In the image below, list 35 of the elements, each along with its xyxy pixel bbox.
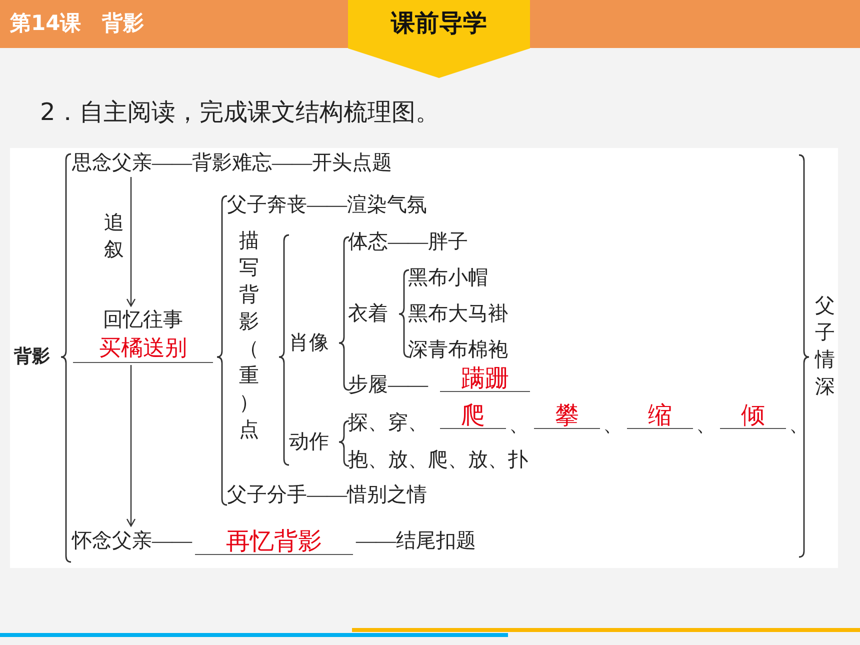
answer-blank: 买橘送别 bbox=[73, 336, 213, 363]
lesson-title: 第14课 背影 bbox=[10, 10, 144, 37]
branch-label: 体态——胖子 bbox=[348, 230, 468, 254]
branch-label: 步履—— bbox=[348, 373, 428, 397]
answer-blank: 爬 bbox=[440, 402, 506, 429]
branch-label: 黑布大马褂 bbox=[408, 302, 508, 326]
branch-label: 黑布小帽 bbox=[408, 266, 488, 290]
vertical-label: 父子情深 bbox=[815, 294, 836, 400]
separator-mark: 、 bbox=[603, 413, 623, 437]
instruction-text: 2．自主阅读，完成课文结构梳理图。 bbox=[40, 100, 440, 124]
separator-mark: 、 bbox=[789, 413, 809, 437]
branch-label: 思念父亲——背影难忘——开头点题 bbox=[72, 151, 392, 175]
answer-blank: 再忆背影 bbox=[195, 528, 353, 555]
branch-label: 怀念父亲—— bbox=[72, 529, 192, 554]
branch-label: 父子分手——惜别之情 bbox=[227, 483, 427, 507]
arrow bbox=[126, 177, 136, 307]
arrow bbox=[126, 365, 136, 527]
branch-label: 深青布棉袍 bbox=[408, 338, 508, 362]
answer-blank: 蹒跚 bbox=[440, 365, 530, 392]
branch-label: ——结尾扣题 bbox=[356, 529, 476, 554]
branch-label: 回忆往事 bbox=[102, 308, 184, 332]
answer-blank: 缩 bbox=[627, 402, 693, 429]
vertical-label: 描写背影（重）点 bbox=[239, 229, 260, 443]
branch-label: 探、穿、 bbox=[348, 411, 428, 435]
branch-label: 肖像 bbox=[289, 331, 329, 355]
branch-label: 父子奔丧——渲染气氛 bbox=[227, 193, 427, 217]
separator-mark: 、 bbox=[509, 413, 529, 437]
answer-blank: 攀 bbox=[534, 402, 600, 429]
section-tab: 课前导学 bbox=[348, 0, 530, 78]
branch-label: 抱、放、爬、放、扑 bbox=[348, 448, 528, 472]
branch-label: 动作 bbox=[289, 430, 329, 454]
branch-label: 衣着 bbox=[348, 302, 388, 326]
answer-blank: 倾 bbox=[720, 402, 786, 429]
separator-mark: 、 bbox=[696, 413, 716, 437]
root-label: 背影 bbox=[14, 345, 50, 369]
